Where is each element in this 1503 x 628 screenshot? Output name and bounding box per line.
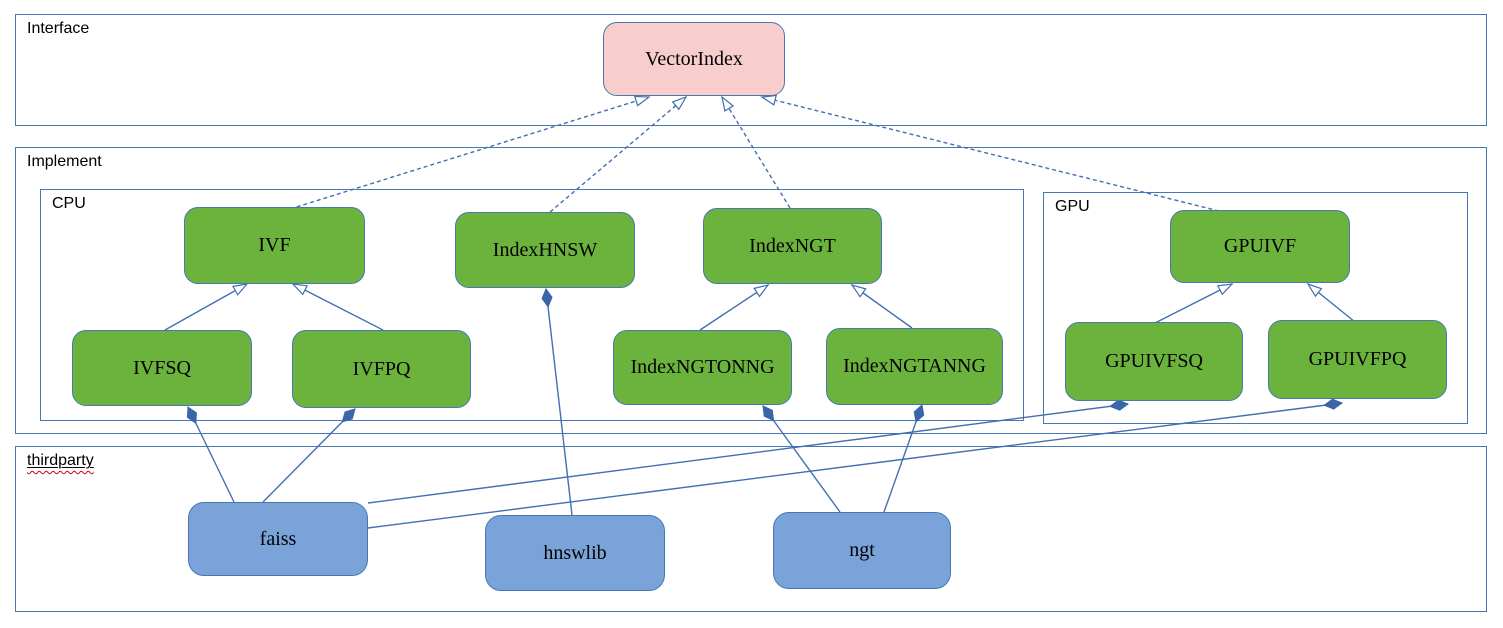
container-cpu-label: CPU (52, 195, 86, 212)
container-implement-label: Implement (27, 153, 102, 170)
node-gpuivfpq[interactable]: GPUIVFPQ (1268, 320, 1447, 399)
container-gpu-label: GPU (1055, 198, 1090, 215)
node-gpuivf[interactable]: GPUIVF (1170, 210, 1350, 283)
node-ivfpq[interactable]: IVFPQ (292, 330, 471, 408)
node-indexngt[interactable]: IndexNGT (703, 208, 882, 284)
container-interface-label: Interface (27, 20, 90, 37)
container-thirdparty-label-text: thirdparty (27, 452, 94, 469)
node-vectorindex[interactable]: VectorIndex (603, 22, 785, 96)
node-indexngtanng[interactable]: IndexNGTANNG (826, 328, 1003, 405)
node-ngt[interactable]: ngt (773, 512, 951, 589)
node-faiss[interactable]: faiss (188, 502, 368, 576)
node-hnswlib[interactable]: hnswlib (485, 515, 665, 591)
node-ivf[interactable]: IVF (184, 207, 365, 284)
container-thirdparty-label: thirdparty (27, 452, 94, 470)
node-ivfsq[interactable]: IVFSQ (72, 330, 252, 406)
node-indexhnsw[interactable]: IndexHNSW (455, 212, 635, 288)
node-indexngtonng[interactable]: IndexNGTONNG (613, 330, 792, 405)
node-gpuivfsq[interactable]: GPUIVFSQ (1065, 322, 1243, 401)
